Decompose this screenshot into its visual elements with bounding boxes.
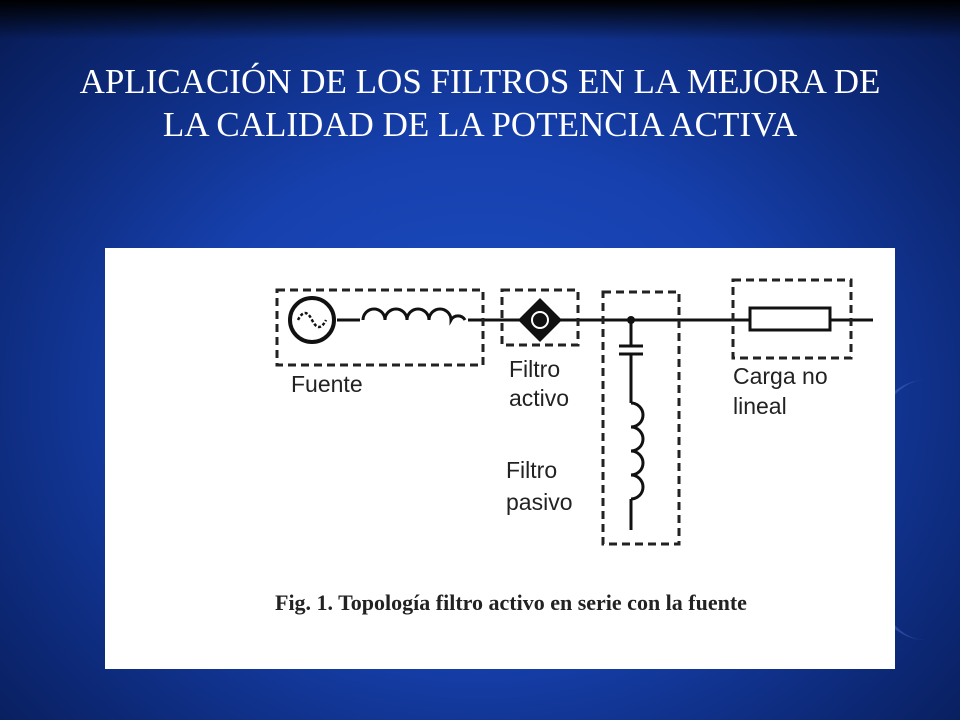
label-filtro-pasivo-2: pasivo	[506, 489, 572, 515]
filtro-activo-box	[500, 288, 580, 347]
fuente-box	[275, 288, 485, 367]
active-filter-source-icon	[518, 298, 562, 342]
resistor-icon	[748, 306, 832, 332]
shunt-inductor-icon	[629, 401, 645, 530]
label-carga-1: Carga no	[733, 363, 828, 389]
inductor-icon	[360, 304, 468, 330]
carga-box	[731, 278, 853, 360]
figure-caption: Fig. 1. Topología filtro activo en serie…	[275, 590, 747, 615]
capacitor-icon	[619, 320, 643, 403]
top-shade	[0, 0, 960, 40]
slide-title: APLICACIÓN DE LOS FILTROS EN LA MEJORA D…	[79, 62, 881, 144]
label-carga-2: lineal	[733, 393, 787, 419]
ac-source-icon	[288, 296, 336, 344]
filtro-pasivo-box	[601, 290, 681, 546]
label-fuente: Fuente	[291, 371, 363, 397]
circuit-diagram: Fuente Filtro activo Filtro pasivo Carga…	[275, 278, 873, 615]
label-filtro-activo-1: Filtro	[509, 356, 560, 382]
circuit-figure: Fuente Filtro activo Filtro pasivo Carga…	[105, 248, 895, 669]
label-filtro-pasivo-1: Filtro	[506, 457, 557, 483]
label-filtro-activo-2: activo	[509, 385, 569, 411]
